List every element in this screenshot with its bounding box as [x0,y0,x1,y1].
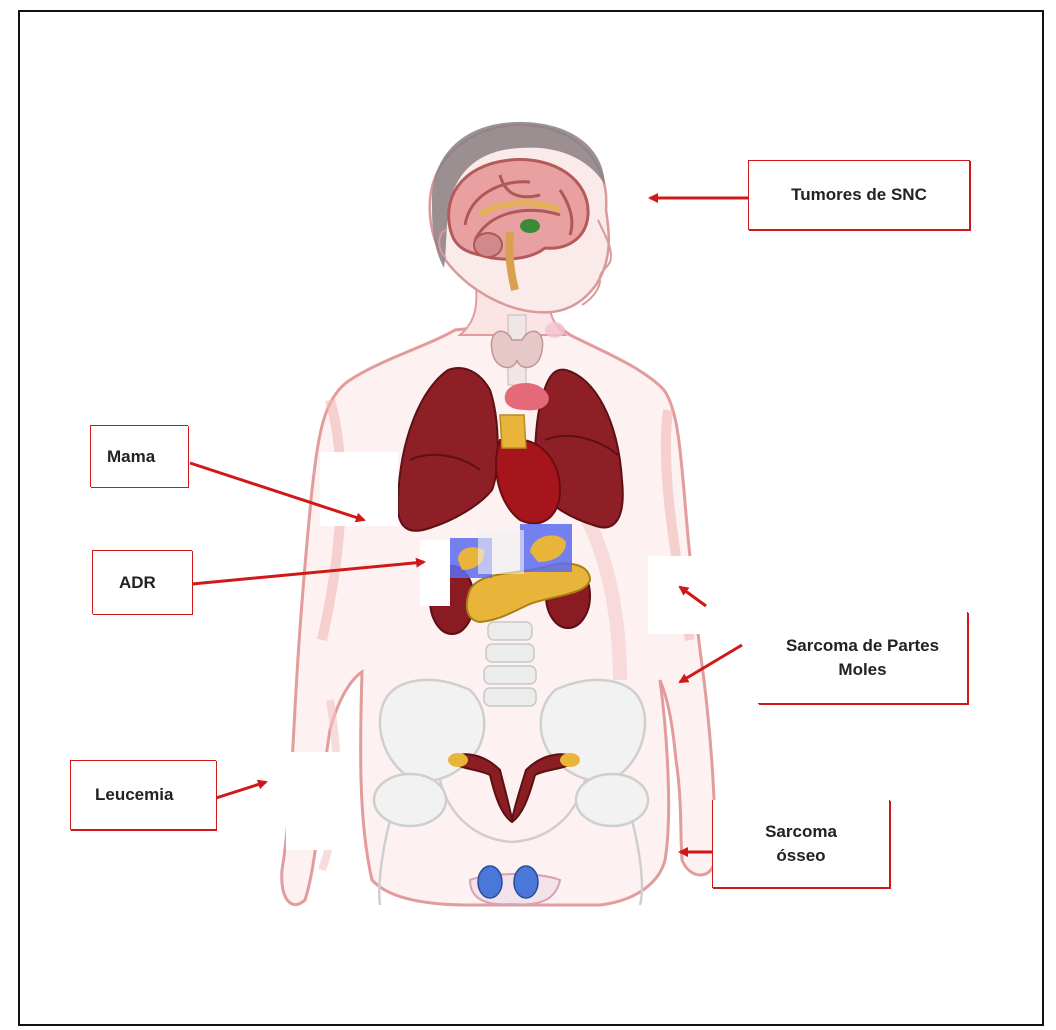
label-sarcoma-osseo-line2: ósseo [776,844,825,868]
label-sarcoma-osseo-line1: Sarcoma [765,820,837,844]
arrow-leucemia [216,782,266,798]
label-adr-text: ADR [119,571,156,595]
label-adr: ADR [92,550,192,614]
label-sarcoma-partes-line2: Moles [838,658,886,682]
label-mama: Mama [90,425,188,487]
label-sarcoma-osseo: Sarcoma ósseo [712,800,890,888]
label-sarcoma-partes-line1: Sarcoma de Partes [786,634,939,658]
label-mama-text: Mama [107,445,155,469]
label-sarcoma-partes-moles: Sarcoma de Partes Moles [758,612,968,704]
label-leucemia: Leucemia [70,760,216,830]
label-tumores-snc: Tumores de SNC [748,160,970,230]
label-leucemia-text: Leucemia [95,783,173,807]
label-tumores-snc-text: Tumores de SNC [791,183,927,207]
